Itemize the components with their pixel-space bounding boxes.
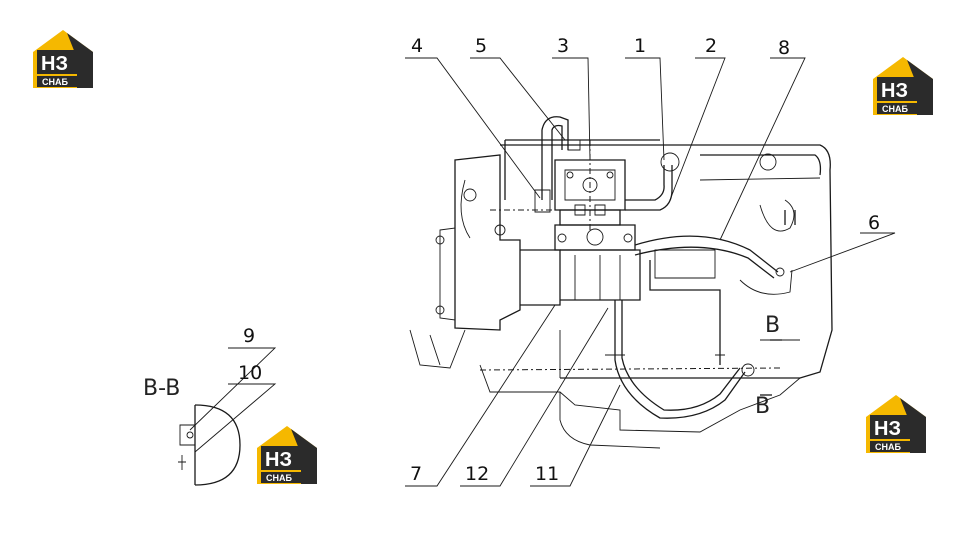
engine-block bbox=[479, 139, 833, 449]
logo-letters: НЗ bbox=[41, 53, 68, 75]
pump-body bbox=[520, 224, 641, 306]
callout-1: 1 bbox=[634, 35, 646, 57]
logo-word: СНАБ bbox=[875, 442, 901, 452]
callout-11: 11 bbox=[535, 463, 559, 485]
section-label: B-B bbox=[143, 376, 180, 401]
logo-letters: НЗ bbox=[874, 418, 901, 440]
callout-9: 9 bbox=[243, 325, 255, 347]
section-b-b-detail: B-B bbox=[143, 376, 241, 486]
watermark-logo-top-left: НЗ СНАБ bbox=[33, 30, 93, 88]
logo-word: СНАБ bbox=[42, 77, 68, 87]
callout-7: 7 bbox=[410, 463, 422, 485]
logo-letters: НЗ bbox=[881, 80, 908, 102]
callout-10: 10 bbox=[238, 362, 262, 384]
callout-5: 5 bbox=[475, 35, 487, 57]
callout-2: 2 bbox=[705, 35, 717, 57]
logo-word: СНАБ bbox=[882, 104, 908, 114]
leader-lines bbox=[189, 57, 896, 487]
callout-12: 12 bbox=[465, 463, 489, 485]
view-mark-b-upper: B bbox=[765, 313, 780, 338]
watermark-logo-top-right: НЗ СНАБ bbox=[873, 57, 933, 115]
view-mark-b-lower: B bbox=[755, 394, 770, 419]
callout-labels: 4 5 3 1 2 8 6 9 10 7 12 11 bbox=[238, 35, 880, 485]
view-marks: B B bbox=[755, 210, 796, 419]
logo-word: СНАБ bbox=[266, 473, 292, 483]
watermark-logo-bottom-right: НЗ СНАБ bbox=[866, 395, 926, 453]
callout-4: 4 bbox=[411, 35, 423, 57]
callout-6: 6 bbox=[868, 212, 880, 234]
watermark-logo-bottom-left: НЗ СНАБ bbox=[257, 426, 317, 484]
centerlines bbox=[479, 140, 781, 371]
callout-3: 3 bbox=[557, 35, 569, 57]
hoses bbox=[534, 116, 785, 419]
flywheel-housing bbox=[409, 154, 521, 369]
callout-8: 8 bbox=[778, 37, 790, 59]
logo-letters: НЗ bbox=[265, 449, 292, 471]
